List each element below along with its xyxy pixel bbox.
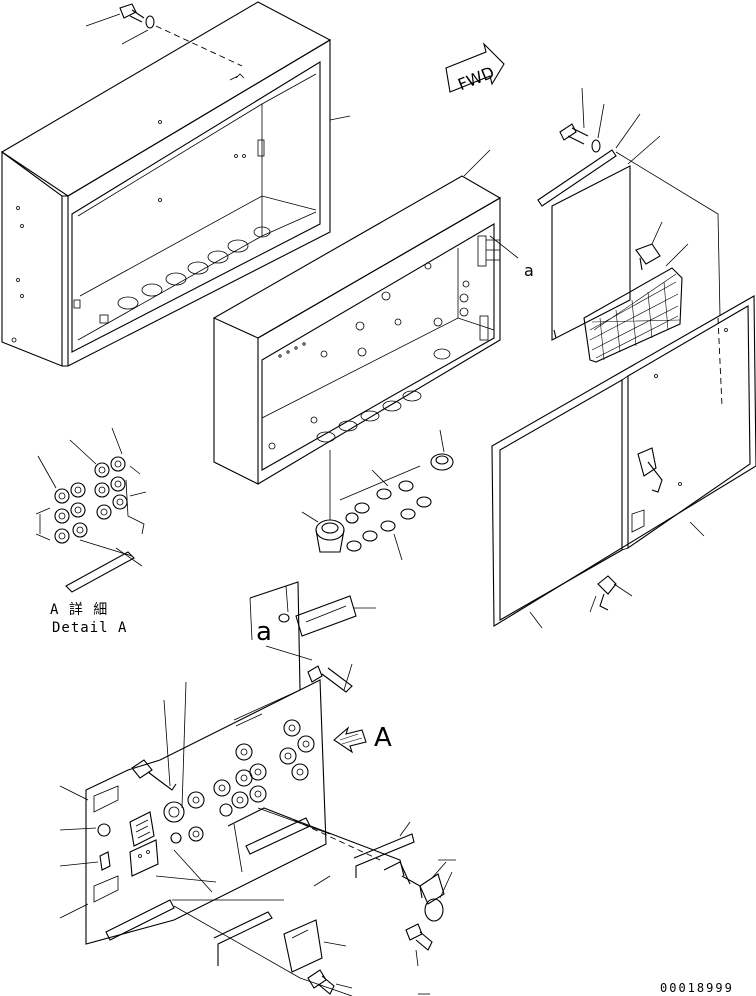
detail-title-en: Detail A <box>52 620 127 636</box>
fwd-label: FWD <box>455 63 497 95</box>
mounting-bolt <box>307 665 433 995</box>
grommet-set <box>315 453 454 553</box>
callout-a-label: a <box>524 261 534 280</box>
wiring-harness <box>131 759 423 899</box>
cover-plate <box>283 595 445 973</box>
view-arrow-label: A <box>374 723 392 753</box>
hinged-access-panel <box>537 149 631 341</box>
washer <box>591 139 601 153</box>
detail-title-jp: A 詳 細 <box>50 602 108 618</box>
hour-meter <box>129 811 159 877</box>
detail-a <box>54 456 145 593</box>
switch-bank <box>163 719 315 844</box>
fwd-arrow: FWD <box>445 42 505 95</box>
view-arrow-a <box>333 726 367 754</box>
storage-net <box>583 243 683 363</box>
retainer-bracket <box>105 817 415 966</box>
indicator-lamp <box>93 785 119 903</box>
drawing-number: 00018999 <box>660 981 734 995</box>
callout-a-lower: a <box>256 617 272 647</box>
mounting-bolt <box>119 3 145 23</box>
inner-cabinet-box <box>212 175 502 485</box>
service-door <box>491 295 756 627</box>
door-latch-handle <box>597 575 617 611</box>
washer <box>145 15 155 29</box>
inner-panel-plate <box>85 581 327 945</box>
outer-cabinet-box <box>0 1 332 367</box>
mounting-bolt <box>559 123 589 145</box>
washer <box>278 613 290 623</box>
